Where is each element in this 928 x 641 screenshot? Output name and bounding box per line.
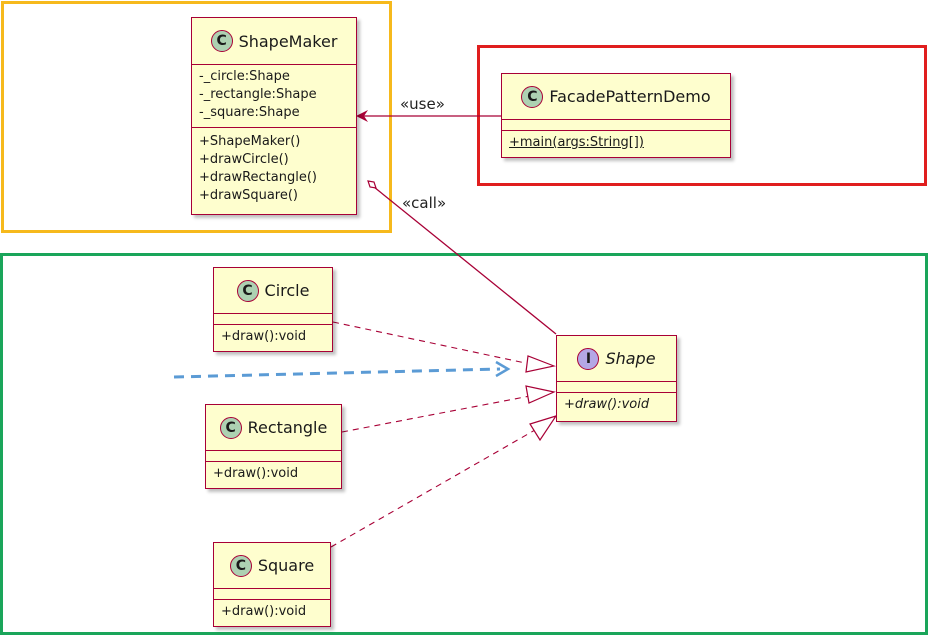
square-header: C Square (214, 543, 330, 589)
class-c-icon: C (236, 279, 259, 302)
rectangle-header: C Rectangle (206, 405, 341, 451)
rectangle-realization-head (525, 385, 556, 404)
square-class-name: Square (257, 556, 315, 575)
aggregation-diamond (367, 180, 377, 189)
method-drawsquare: +drawSquare() (199, 188, 298, 203)
class-c-icon: C (521, 85, 544, 108)
square-attributes (214, 589, 330, 600)
facadepatterndemo-attributes (502, 120, 730, 131)
shapemaker-header: C ShapeMaker (192, 18, 356, 65)
square-class[interactable]: C Square +draw():void (213, 542, 331, 627)
method-draw: +draw():void (564, 397, 650, 412)
shape-interface[interactable]: I Shape +draw():void (556, 335, 677, 422)
shape-methods: +draw():void (557, 393, 676, 416)
attribute-circle: -_circle:Shape (199, 69, 290, 84)
facadepatterndemo-header: C FacadePatternDemo (502, 74, 730, 120)
shapemaker-class-name: ShapeMaker (238, 31, 338, 51)
class-c-icon: C (219, 416, 242, 439)
shape-attributes (557, 382, 676, 393)
call-association-line (373, 186, 557, 335)
shape-header: I Shape (557, 336, 676, 382)
class-c-icon: C (229, 554, 252, 577)
circle-realization-head (525, 355, 557, 373)
blue-annotation-arrow-line (173, 367, 501, 379)
method-draw: +draw():void (221, 604, 307, 619)
rectangle-class[interactable]: C Rectangle +draw():void (205, 404, 342, 489)
shapemaker-attributes: -_circle:Shape -_rectangle:Shape -_squar… (192, 65, 356, 128)
rectangle-attributes (206, 451, 341, 462)
square-realization-line (330, 429, 536, 548)
circle-class[interactable]: C Circle +draw():void (213, 267, 333, 352)
method-shapemaker: +ShapeMaker() (199, 134, 301, 149)
rectangle-realization-line (341, 395, 531, 433)
method-draw: +draw():void (221, 329, 307, 344)
circle-class-name: Circle (264, 281, 310, 300)
facadepatterndemo-class-name: FacadePatternDemo (549, 87, 711, 106)
use-arrowhead (356, 110, 368, 122)
facadepatterndemo-methods: +main(args:String[]) (502, 131, 730, 154)
method-main: +main(args:String[]) (509, 135, 644, 150)
call-relation-label: «call» (402, 194, 447, 212)
rectangle-class-name: Rectangle (247, 418, 328, 437)
method-drawrectangle: +drawRectangle() (199, 170, 317, 185)
class-c-icon: C (210, 30, 233, 52)
attribute-square: -_square:Shape (199, 105, 300, 120)
shapemaker-highlight-frame (1, 1, 392, 233)
square-methods: +draw():void (214, 600, 330, 623)
attribute-rectangle: -_rectangle:Shape (199, 87, 317, 102)
circle-realization-line (332, 321, 531, 365)
square-realization-head (529, 414, 558, 442)
use-relation-label: «use» (400, 95, 445, 113)
subsystem-highlight-frame (0, 253, 928, 635)
facadepatterndemo-class[interactable]: C FacadePatternDemo +main(args:String[]) (501, 73, 731, 158)
circle-methods: +draw():void (214, 325, 332, 348)
shape-interface-name: Shape (605, 349, 656, 368)
blue-annotation-arrowhead (495, 360, 511, 378)
interface-i-icon: I (577, 347, 600, 370)
rectangle-methods: +draw():void (206, 462, 341, 485)
method-draw: +draw():void (213, 466, 299, 481)
shapemaker-class[interactable]: C ShapeMaker -_circle:Shape -_rectangle:… (191, 17, 357, 215)
shapemaker-methods: +ShapeMaker() +drawCircle() +drawRectang… (192, 128, 356, 207)
method-drawcircle: +drawCircle() (199, 152, 289, 167)
circle-attributes (214, 314, 332, 325)
circle-header: C Circle (214, 268, 332, 314)
